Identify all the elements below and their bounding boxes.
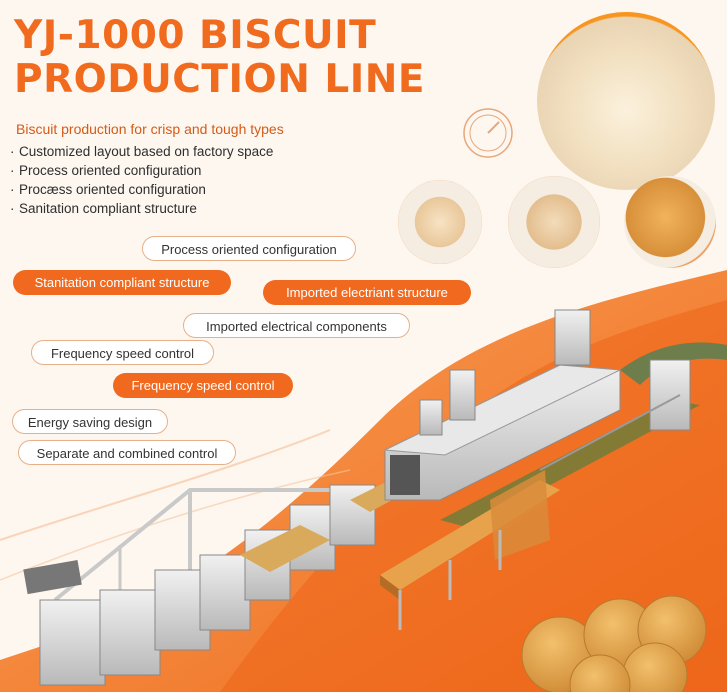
pill-frequency-speed-filled: Frequency speed control <box>113 373 293 398</box>
gauge-icon <box>463 108 513 158</box>
page-title-line-2: PRODUCTION LINE <box>14 57 426 102</box>
pill-energy-saving: Energy saving design <box>12 409 168 434</box>
cookie-photo-3 <box>624 176 716 268</box>
pill-imported-electriant: Imported electriant structure <box>263 280 471 305</box>
feature-list: ·Customized layout based on factory spac… <box>10 142 273 218</box>
bullet-dot-icon: · <box>10 201 15 216</box>
cookie-photo-1 <box>398 180 482 264</box>
dough-photo <box>537 12 715 190</box>
feature-item: ·Procæss oriented configuration <box>10 182 206 197</box>
pill-imported-electrical: Imported electrical components <box>183 313 410 338</box>
bullet-dot-icon: · <box>10 144 15 159</box>
pill-separate-combined: Separate and combined control <box>18 440 236 465</box>
feature-item: ·Customized layout based on factory spac… <box>10 144 274 159</box>
cookie-pile <box>521 595 707 692</box>
production-line-machinery <box>23 309 727 686</box>
pill-stanitation: Stanitation compliant structure <box>13 270 231 295</box>
page-title-line-1: YJ-1000 BISCUIT <box>14 13 377 58</box>
feature-item: ·Process oriented configuration <box>10 163 202 178</box>
pill-process-oriented: Process oriented configuration <box>142 236 356 261</box>
cookie-photo-2 <box>508 176 600 268</box>
subtitle: Biscuit production for crisp and tough t… <box>16 121 284 137</box>
pill-frequency-speed-outline: Frequency speed control <box>31 340 214 365</box>
bullet-dot-icon: · <box>10 163 15 178</box>
feature-item: ·Sanitation compliant structure <box>10 201 197 216</box>
bullet-dot-icon: · <box>10 182 15 197</box>
